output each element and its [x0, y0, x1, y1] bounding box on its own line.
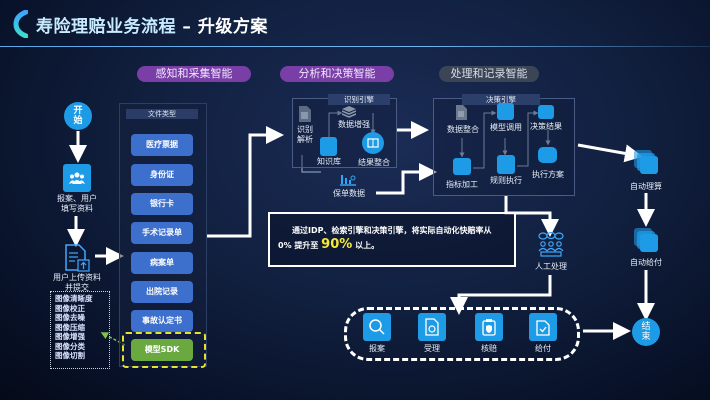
doc-types-header: 文件类型: [126, 109, 198, 119]
auto-pay-label: 自动给付: [630, 258, 662, 267]
decision-result-icon: [538, 105, 554, 119]
note-line2: 0% 提升至 90% 以上。: [278, 238, 506, 253]
bracket-logo-icon: [13, 10, 28, 38]
exec-plan-icon: [538, 147, 557, 163]
sdk-highlight-frame: [122, 332, 206, 368]
step-payment-label: 给付: [535, 344, 551, 353]
doc-type-discharge-record[interactable]: 出院记录: [131, 281, 193, 303]
arrow-decision-to-autocalc: [577, 143, 643, 163]
bar-chart-person-icon: [340, 175, 356, 186]
data-merge-doc-icon: [456, 105, 467, 120]
report-step-label: 报案、用户 填写资料: [57, 194, 97, 213]
stage-perception: 感知和采集智能: [137, 66, 251, 82]
step-accept-label: 受理: [424, 344, 440, 353]
data-merge-label: 数据整合: [447, 125, 479, 134]
recognition-engine-header: 识别引擎: [328, 94, 390, 105]
title-separator: –: [176, 17, 198, 37]
note-highlight: 90%: [321, 237, 353, 252]
stage-processing: 处理和记录智能: [439, 66, 539, 82]
image-op-item: 图像分类: [55, 341, 85, 351]
image-op-item: 图像增强: [55, 332, 85, 341]
note-line2-post: 以上。: [352, 241, 380, 250]
arrow-sdk-to-imageops: [100, 332, 126, 346]
end-node: 结 束: [632, 318, 660, 346]
exec-plan-label: 执行方案: [532, 170, 564, 179]
auto-calc-label: 自动理算: [630, 182, 662, 191]
upload-step-label: 用户上传资料 并提交: [53, 273, 101, 292]
step-report-label: 报案: [369, 344, 385, 353]
arrow-doctypes-to-recognition: [207, 126, 284, 238]
note-line1: 通过IDP、检索引擎和决策引擎，将实际自动化快赔率从: [292, 226, 492, 235]
knowledge-base-icon: [320, 137, 337, 156]
doc-type-bank-card[interactable]: 银行卡: [131, 193, 193, 215]
image-op-item: 图像去噪: [55, 313, 85, 322]
note-line2-pre: 0% 提升至: [278, 241, 322, 250]
doc-type-medical-bill[interactable]: 医疗票据: [131, 134, 193, 156]
doc-type-id-card[interactable]: 身份证: [131, 164, 193, 186]
clipboard-shield-icon: [482, 319, 496, 336]
indicator-process-label: 指标加工: [446, 180, 478, 189]
rule-exec-icon: [497, 155, 515, 174]
step-accept-button[interactable]: [418, 313, 446, 341]
step-payment-button[interactable]: [529, 313, 557, 341]
page-title: 寿险理赔业务流程 – 升级方案: [36, 12, 268, 37]
start-node: 开始: [64, 102, 92, 130]
search-icon: [369, 319, 385, 335]
step-report-button[interactable]: [363, 313, 391, 341]
title-divider: [0, 46, 710, 47]
doc-type-surgery-record[interactable]: 手术记录单: [131, 222, 193, 244]
knowledge-base-label: 知识库: [317, 157, 341, 166]
model-call-label: 模型调用: [490, 123, 522, 132]
users-icon: [69, 172, 85, 184]
doc-type-medical-record[interactable]: 病案单: [131, 252, 193, 274]
decision-result-label: 决策结果: [530, 122, 562, 131]
arrow-manual-to-process: [450, 275, 552, 315]
manual-process-steps-group: [344, 307, 580, 361]
data-layers-icon: [342, 106, 356, 118]
summary-note: 通过IDP、检索引擎和决策引擎，将实际自动化快赔率从 0% 提升至 90% 以上…: [268, 212, 516, 267]
doc-type-accident-report[interactable]: 事故认定书: [131, 310, 193, 332]
file-check-icon: [536, 320, 550, 336]
policy-data-label: 保单数据: [333, 189, 365, 198]
arrow-policy-to-decision: [376, 163, 437, 195]
rule-exec-label: 规则执行: [490, 176, 522, 185]
auto-pay-icon: [634, 228, 658, 254]
document-upload-icon: [65, 244, 90, 272]
model-call-icon: [497, 103, 514, 120]
image-op-item: 图像切割: [55, 351, 85, 360]
stage-analysis: 分析和决策智能: [280, 66, 394, 82]
image-op-item: 图像校正: [55, 303, 85, 313]
document-check-icon: [425, 318, 439, 336]
decision-engine-header: 决策引擎: [462, 94, 540, 105]
step-verify-label: 核赔: [481, 344, 497, 353]
recognition-parse-label: 识别 解析: [297, 125, 313, 144]
manual-process-label: 人工处理: [535, 262, 567, 271]
image-op-item: 图像压缩: [55, 322, 85, 332]
data-augment-label: 数据增强: [338, 120, 370, 129]
image-ops-box: 图像清晰度 图像校正 图像去噪 图像压缩 图像增强 图像分类 图像切割: [50, 291, 110, 369]
result-merge-label: 结果整合: [358, 158, 390, 167]
image-op-item: 图像清晰度: [55, 294, 93, 303]
auto-calc-icon: [634, 150, 658, 176]
step-verify-button[interactable]: [475, 313, 503, 341]
result-merge-icon: [362, 132, 384, 154]
title-main: 寿险理赔业务流程: [36, 17, 176, 37]
start-label: 开始: [73, 106, 83, 126]
report-step: [63, 164, 91, 192]
title-sub: 升级方案: [197, 17, 268, 37]
model-sdk-button[interactable]: 模型SDK: [131, 339, 193, 361]
arrow-decision-to-manual: [504, 195, 559, 237]
meeting-group-icon: [538, 232, 564, 257]
document-scan-icon: [299, 106, 311, 122]
indicator-process-icon: [453, 158, 471, 175]
